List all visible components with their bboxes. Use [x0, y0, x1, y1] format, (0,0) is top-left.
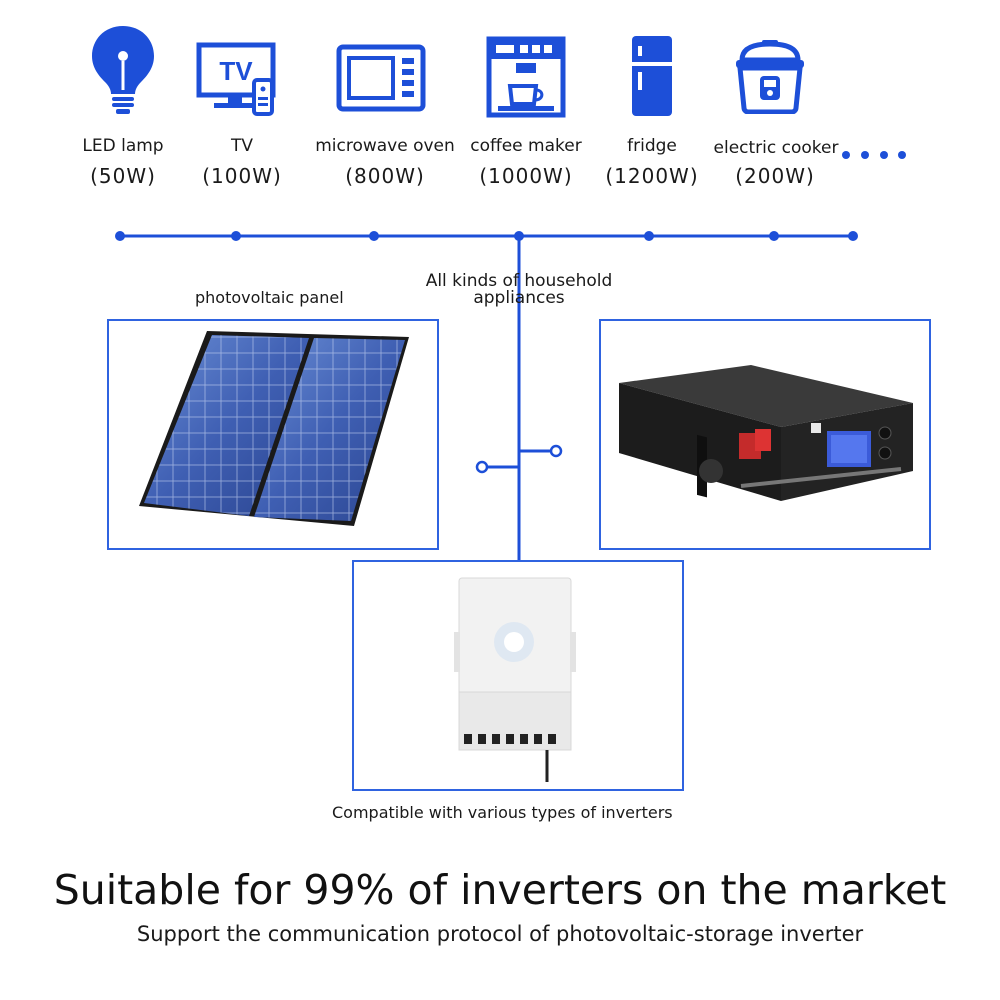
ellipsis-dot: [842, 151, 850, 159]
appliance-power-fridge: (1200W): [605, 164, 699, 188]
hub-label: All kinds of household appliances: [425, 271, 613, 308]
appliance-power-tv: (100W): [202, 164, 282, 188]
appliance-name-microwave: microwave oven: [315, 136, 455, 156]
pv-panel-label: photovoltaic panel: [195, 288, 344, 307]
battery-branch-node: [549, 444, 563, 458]
subheadline: Support the communication protocol of ph…: [136, 922, 864, 946]
inverter-label: Compatible with various types of inverte…: [332, 803, 673, 822]
rice-cooker-icon: [736, 40, 804, 114]
tv-icon-text: TV: [219, 56, 253, 86]
tv-icon: TV: [196, 42, 276, 116]
lightbulb-icon: [92, 26, 154, 114]
appliance-name-tv: TV: [230, 136, 253, 156]
microwave-icon: [336, 44, 426, 112]
headline: Suitable for 99% of inverters on the mar…: [53, 866, 947, 914]
bus-node: [231, 231, 241, 241]
fridge-icon: [632, 36, 672, 116]
panel-branch-node: [475, 460, 489, 474]
ellipsis-dot: [898, 151, 906, 159]
appliance-power-led-lamp: (50W): [90, 164, 156, 188]
battery-rack-image: [619, 365, 913, 501]
appliance-name-led-lamp: LED lamp: [82, 136, 164, 156]
bus-node: [848, 231, 858, 241]
appliance-power-electric-cooker: (200W): [735, 164, 815, 188]
inverter-image: [454, 577, 576, 782]
bus-node: [644, 231, 654, 241]
bus-node: [115, 231, 125, 241]
battery-frame: [599, 319, 931, 550]
ellipsis-dot: [880, 151, 888, 159]
appliance-power-coffee-maker: (1000W): [479, 164, 573, 188]
bus-node: [769, 231, 779, 241]
pv-panel-frame: [107, 319, 439, 550]
bus-node: [514, 231, 524, 241]
solar-panel-image: [139, 331, 409, 526]
bus-node: [369, 231, 379, 241]
coffee-maker-icon: [486, 36, 566, 118]
appliance-name-fridge: fridge: [627, 136, 677, 156]
inverter-frame: [352, 560, 684, 791]
appliance-name-coffee-maker: coffee maker: [470, 136, 582, 156]
appliance-power-microwave: (800W): [345, 164, 425, 188]
appliance-name-electric-cooker: electric cooker: [713, 138, 839, 158]
ellipsis-dot: [861, 151, 869, 159]
